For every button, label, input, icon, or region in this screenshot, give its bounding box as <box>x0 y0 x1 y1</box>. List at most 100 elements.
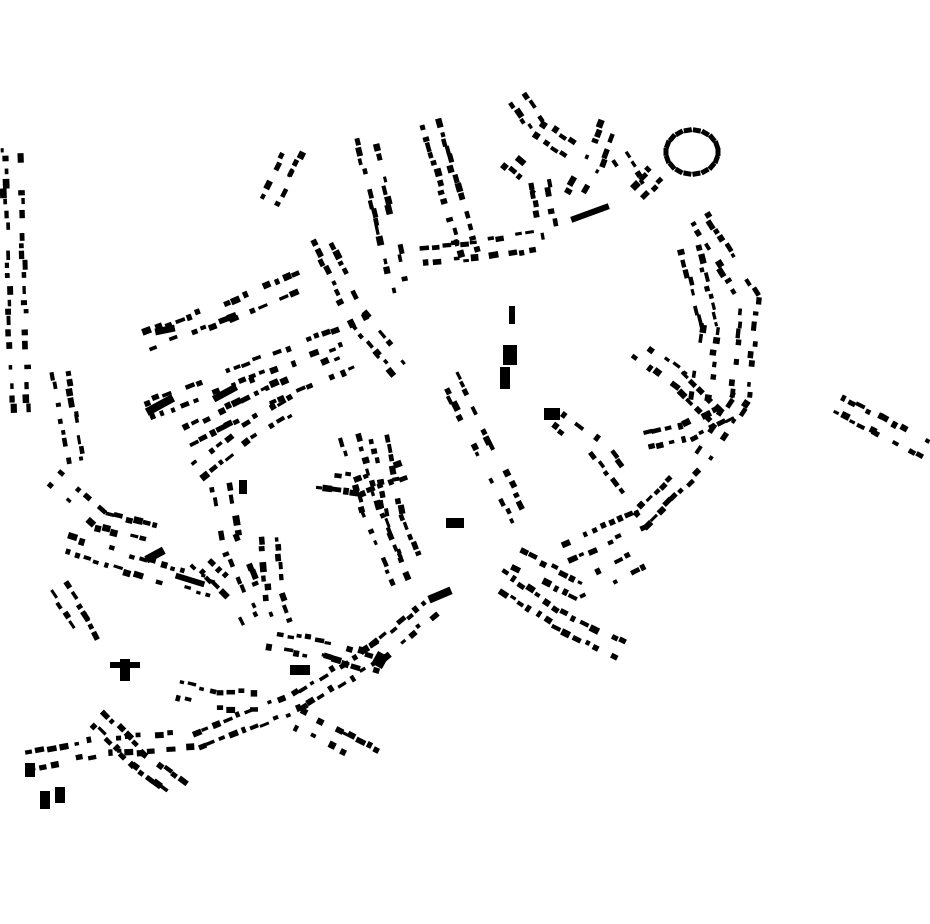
building <box>602 470 610 477</box>
building <box>384 517 391 528</box>
building <box>682 268 690 279</box>
building <box>855 401 866 410</box>
building <box>191 328 199 336</box>
building <box>283 647 294 653</box>
building <box>337 260 344 267</box>
building <box>179 567 186 574</box>
building <box>750 321 757 332</box>
building <box>179 400 190 409</box>
building <box>74 414 80 424</box>
building <box>233 364 241 371</box>
building <box>328 347 337 353</box>
building <box>198 568 207 576</box>
building <box>290 688 300 697</box>
building <box>238 616 245 626</box>
building <box>211 383 239 403</box>
building <box>34 746 45 754</box>
building <box>343 450 349 457</box>
building <box>541 598 552 608</box>
building <box>24 382 29 390</box>
building <box>752 311 759 316</box>
building <box>644 165 652 174</box>
building <box>700 128 711 138</box>
building <box>285 345 292 353</box>
building <box>744 278 752 287</box>
building <box>519 547 530 556</box>
building <box>19 233 25 241</box>
building <box>320 356 330 366</box>
building <box>692 170 701 177</box>
building <box>351 653 359 662</box>
building <box>87 754 97 761</box>
building <box>108 718 115 725</box>
building <box>195 379 204 387</box>
building <box>371 207 379 219</box>
building <box>223 299 232 308</box>
building <box>151 522 158 529</box>
building <box>392 459 403 469</box>
building <box>116 723 127 733</box>
building <box>310 732 317 739</box>
building <box>623 551 631 559</box>
building <box>75 603 84 611</box>
building <box>594 168 600 174</box>
building <box>535 610 543 618</box>
building <box>715 148 721 156</box>
building <box>662 496 673 507</box>
building <box>538 560 548 569</box>
building <box>549 145 559 154</box>
building <box>509 594 517 601</box>
building <box>349 674 357 683</box>
building <box>76 434 82 445</box>
building <box>249 723 259 731</box>
building <box>305 696 316 707</box>
building <box>315 485 323 490</box>
building <box>6 222 11 230</box>
building <box>378 631 387 640</box>
building <box>663 147 669 156</box>
building <box>113 564 124 571</box>
building <box>155 761 165 771</box>
building <box>365 340 374 349</box>
building <box>487 236 495 241</box>
building <box>584 639 591 646</box>
building <box>700 409 713 420</box>
building <box>616 514 624 523</box>
building <box>174 572 206 588</box>
building <box>708 455 714 461</box>
building <box>314 637 325 644</box>
building <box>77 537 86 547</box>
building <box>709 349 717 356</box>
building <box>502 468 512 478</box>
building <box>189 439 200 448</box>
building <box>200 726 209 732</box>
building <box>737 321 743 329</box>
building <box>368 438 374 445</box>
building <box>328 664 336 673</box>
building <box>197 433 208 443</box>
building <box>422 259 429 266</box>
building <box>698 333 704 344</box>
building <box>891 439 900 447</box>
building <box>278 573 284 581</box>
building <box>384 569 390 575</box>
building <box>690 288 696 296</box>
building <box>495 235 505 243</box>
building <box>543 615 554 625</box>
building <box>737 308 743 316</box>
building <box>370 448 378 455</box>
building <box>22 259 28 270</box>
building <box>703 272 710 283</box>
building <box>741 398 751 409</box>
building <box>362 473 369 480</box>
building <box>190 418 200 426</box>
building <box>691 370 697 379</box>
building <box>716 233 726 243</box>
building <box>716 266 727 279</box>
building <box>179 680 185 685</box>
building <box>65 457 72 465</box>
building <box>372 666 381 674</box>
building <box>453 256 460 261</box>
building <box>222 716 234 724</box>
building <box>629 180 641 192</box>
